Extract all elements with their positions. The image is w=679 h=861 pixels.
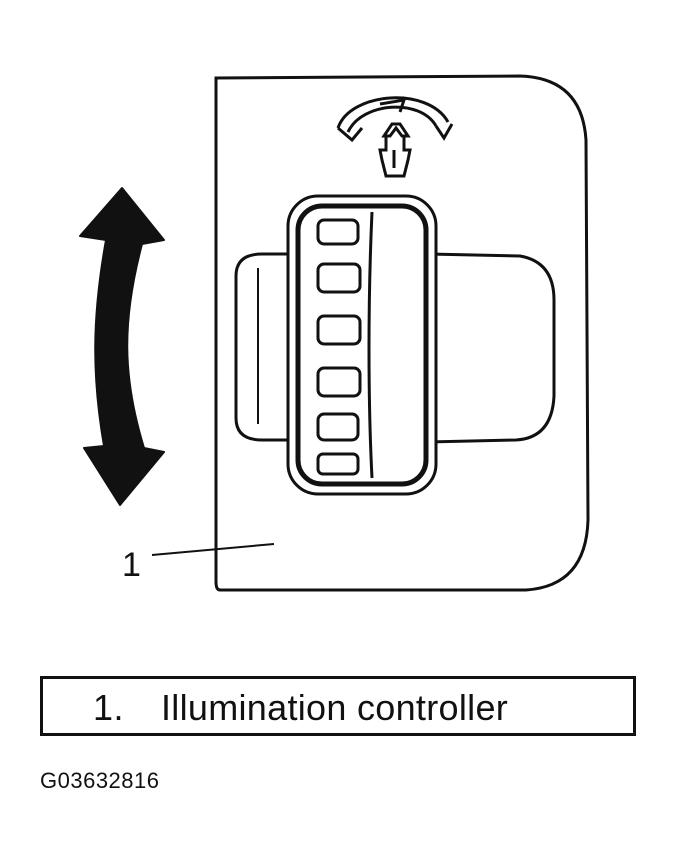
thumbwheel-ribs <box>316 218 362 476</box>
legend-box: 1. Illumination controller <box>40 676 636 736</box>
illumination-controller-diagram: 1 <box>79 74 590 592</box>
thumbwheel <box>286 194 438 496</box>
legend-item-number: 1. <box>93 687 125 728</box>
figure-id: G03632816 <box>40 768 160 793</box>
double-headed-arrow-icon <box>79 187 165 506</box>
callout-leader-line <box>151 543 275 556</box>
legend-item-label: Illumination controller <box>161 687 509 728</box>
callout-number: 1 <box>122 546 141 584</box>
controller-housing <box>234 252 556 444</box>
headlight-adjust-icon <box>336 96 454 178</box>
